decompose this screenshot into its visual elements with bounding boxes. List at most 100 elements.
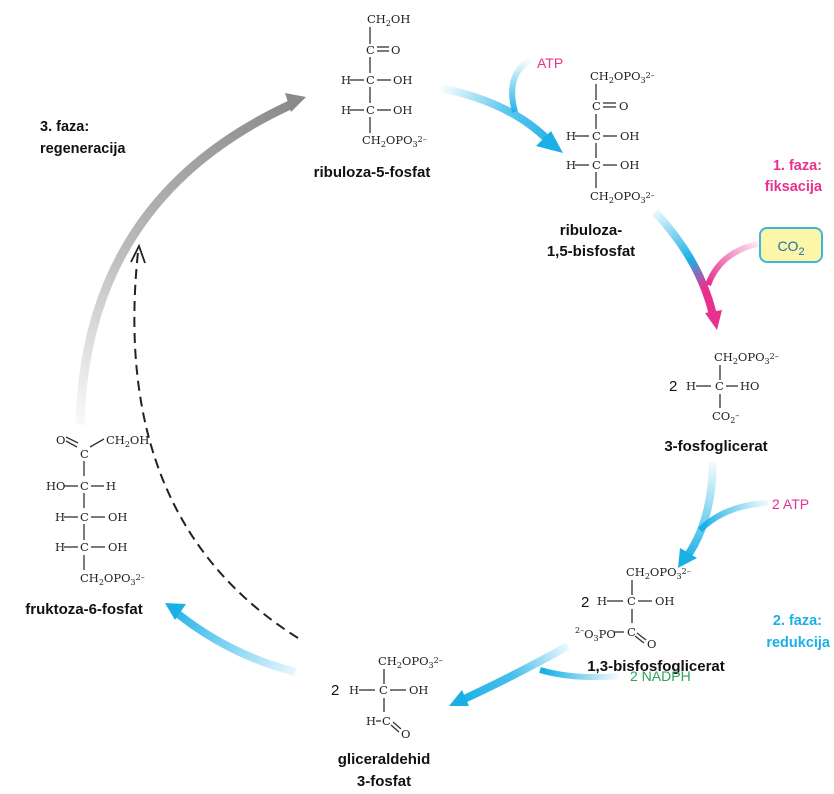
arrow-to-g3p-head [449, 690, 469, 706]
glyceraldehyde-3-phosphate-structure: 2 CH2OPO32– H C OH H C O [331, 654, 443, 741]
svg-text:C: C [366, 73, 375, 87]
phase-1-label-line2: fiksacija [765, 179, 823, 195]
arrow-to-f6p [175, 610, 297, 676]
nadph-branch [539, 667, 619, 681]
2atp-label: 2 ATP [772, 496, 809, 512]
svg-text:H: H [341, 73, 351, 87]
co2-label: CO2 [777, 238, 804, 258]
svg-text:H: H [597, 594, 607, 608]
svg-text:CH2OH: CH2OH [367, 12, 410, 28]
arrow-fixation-head [705, 310, 722, 330]
3-phosphoglycerate-structure: 2 CH2OPO32– H C HO CO2– [669, 350, 779, 425]
svg-text:C: C [80, 479, 89, 493]
svg-text:2: 2 [331, 682, 339, 699]
svg-text:CH2OPO32–: CH2OPO32– [714, 350, 779, 366]
svg-text:C: C [715, 379, 724, 393]
svg-text:H: H [566, 129, 576, 143]
arrow-to-g3p [460, 642, 570, 704]
svg-text:O: O [647, 637, 656, 651]
svg-text:CH2OH: CH2OH [106, 433, 149, 449]
arrow-reduction [684, 461, 717, 558]
arrow-regeneration-head [285, 93, 306, 112]
svg-text:C: C [80, 510, 89, 524]
svg-text:CH2OPO32–: CH2OPO32– [626, 565, 691, 581]
3-phosphoglycerate-label: 3-fosfoglicerat [664, 438, 767, 455]
g3p-label-line2: 3-fosfat [357, 773, 411, 790]
phase-1-label-line1: 1. faza: [773, 158, 822, 174]
svg-text:H: H [366, 714, 376, 728]
atp2-branch [697, 500, 769, 533]
svg-text:HO: HO [46, 479, 65, 493]
svg-text:C: C [592, 129, 601, 143]
ribulose-bisphosphate-structure: CH2OPO32– C O H C OH H C OH CH2OPO32– [566, 69, 655, 205]
arrow-reduction-head [678, 548, 697, 568]
svg-text:2: 2 [669, 378, 677, 395]
arrow-dashed-regeneration [133, 251, 299, 639]
svg-text:C: C [627, 625, 636, 639]
2nadph-label: 2 NADPH [630, 668, 691, 684]
bisphosphoglycerate-structure: 2 CH2OPO32– H C OH 2–O3PO C O [575, 565, 691, 651]
svg-text:OH: OH [655, 594, 674, 608]
svg-text:H: H [55, 510, 65, 524]
svg-text:OH: OH [409, 683, 428, 697]
arrow-dashed-head [130, 243, 146, 264]
svg-text:H: H [341, 103, 351, 117]
svg-text:CO2–: CO2– [712, 409, 739, 425]
ribulose-bisphosphate-label-line2: 1,5-bisfosfat [547, 243, 635, 260]
svg-text:2–O3PO: 2–O3PO [575, 626, 616, 643]
svg-text:H: H [686, 379, 696, 393]
svg-text:H: H [55, 540, 65, 554]
arrow-to-f6p-head [165, 603, 186, 620]
arrow-regeneration [75, 100, 292, 426]
svg-text:O: O [391, 43, 400, 57]
svg-text:OH: OH [108, 510, 127, 524]
svg-text:CH2OPO32–: CH2OPO32– [378, 654, 443, 670]
ribulose-bisphosphate-label-line1: ribuloza- [560, 222, 623, 239]
svg-text:C: C [627, 594, 636, 608]
phase-2-label-line1: 2. faza: [773, 613, 822, 629]
co2-branch [705, 241, 759, 287]
svg-text:C: C [592, 99, 601, 113]
fructose-6-phosphate-structure: O CH2OH C HO C H H C OH H C OH CH2OPO32– [46, 433, 149, 587]
ribulose-5-phosphate-label: ribuloza-5-fosfat [314, 164, 431, 181]
arrow-fixation [652, 209, 717, 316]
co2-box [759, 227, 823, 263]
svg-text:C: C [80, 540, 89, 554]
svg-text:CH2OPO32–: CH2OPO32– [590, 189, 655, 205]
svg-text:2: 2 [581, 594, 589, 611]
fructose-6-phosphate-label: fruktoza-6-fosfat [25, 601, 143, 618]
svg-text:O: O [401, 727, 410, 741]
svg-text:CH2OPO32–: CH2OPO32– [80, 571, 145, 587]
svg-text:HO: HO [740, 379, 759, 393]
svg-text:OH: OH [393, 103, 412, 117]
svg-text:C: C [592, 158, 601, 172]
svg-text:O: O [619, 99, 628, 113]
atp-label: ATP [537, 55, 563, 71]
svg-text:OH: OH [620, 158, 639, 172]
svg-text:H: H [349, 683, 359, 697]
svg-text:OH: OH [393, 73, 412, 87]
arrow-ru5p-to-rubp-head [536, 131, 563, 153]
arrow-ru5p-to-rubp [436, 84, 552, 144]
svg-text:H: H [106, 479, 116, 493]
svg-text:OH: OH [620, 129, 639, 143]
atp-branch [509, 57, 532, 113]
phase-3-label-line1: 3. faza: [40, 119, 89, 135]
ribulose-5-phosphate-structure: CH2OH C O H C OH H C OH CH2OPO32– [341, 12, 427, 149]
svg-text:O: O [56, 433, 65, 447]
svg-text:CH2OPO32–: CH2OPO32– [590, 69, 655, 85]
svg-text:C: C [366, 43, 375, 57]
svg-text:C: C [366, 103, 375, 117]
svg-text:C: C [379, 683, 388, 697]
svg-text:CH2OPO32–: CH2OPO32– [362, 133, 427, 149]
phase-3-label-line2: regeneracija [40, 141, 126, 157]
svg-text:OH: OH [108, 540, 127, 554]
svg-text:C: C [80, 447, 89, 461]
g3p-label-line1: gliceraldehid [338, 751, 431, 768]
svg-text:C: C [382, 714, 391, 728]
bisphosphoglycerate-label: 1,3-bisfosfoglicerat [587, 658, 725, 675]
phase-2-label-line2: redukcija [766, 635, 831, 651]
svg-text:H: H [566, 158, 576, 172]
